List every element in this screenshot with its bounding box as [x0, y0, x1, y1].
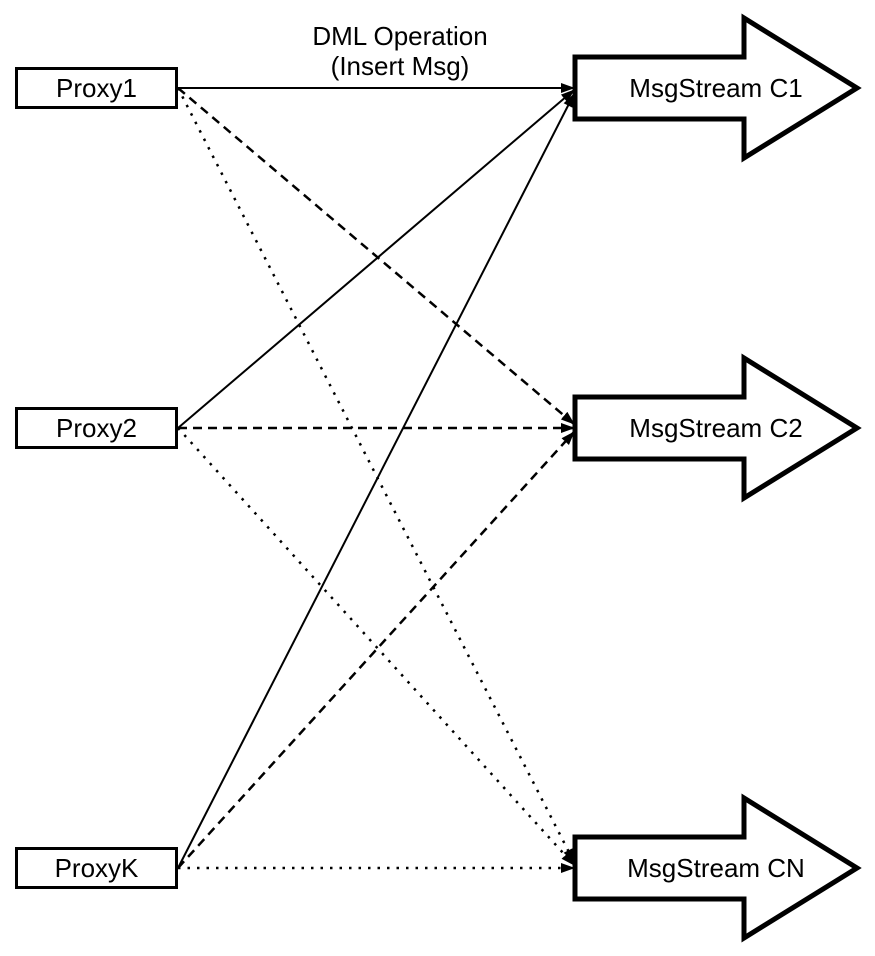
edge-proxyk-to-c1: [177, 93, 575, 869]
msgstream-c1-arrow-shape: [572, 13, 862, 163]
diagram-title: DML Operation (Insert Msg): [240, 21, 560, 81]
proxy2-label: Proxy2: [56, 412, 137, 443]
msgstream-c2-label: MsgStream C2: [629, 413, 803, 443]
edge-proxy1-to-cn: [176, 87, 576, 863]
msgstream-cn-arrow-shape: [572, 793, 862, 943]
proxyk-node: ProxyK: [15, 847, 178, 889]
diagram-title-line2: (Insert Msg): [330, 51, 470, 81]
edge-proxy2-to-c1: [177, 89, 575, 429]
edge-proxy1-to-c2: [177, 87, 575, 425]
diagram-title-line1: DML Operation: [312, 21, 488, 51]
proxyk-label: ProxyK: [54, 852, 139, 883]
msgstream-c2-arrow-shape: [572, 353, 862, 503]
proxy1-label: Proxy1: [56, 72, 137, 103]
msgstream-c1-label: MsgStream C1: [629, 73, 803, 103]
proxy1-node: Proxy1: [15, 67, 178, 109]
proxy2-node: Proxy2: [15, 407, 178, 449]
msgstream-cn-label: MsgStream CN: [627, 853, 805, 883]
edge-proxyk-to-c2: [177, 431, 575, 869]
edge-proxy2-to-cn: [177, 427, 575, 866]
